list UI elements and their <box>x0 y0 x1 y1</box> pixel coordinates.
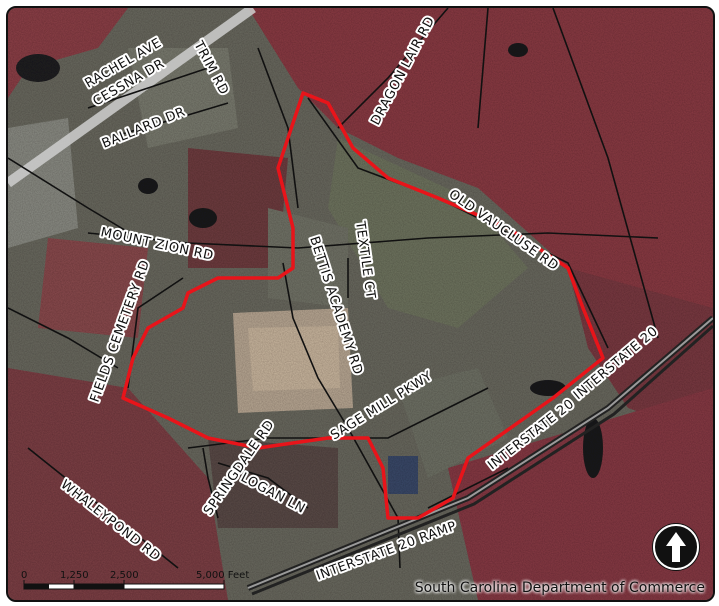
north-arrow-icon <box>653 524 699 570</box>
site-boundary <box>121 91 605 520</box>
map-credit: South Carolina Department of Commerce <box>414 580 705 596</box>
runway <box>8 8 256 188</box>
interstate-20 <box>246 315 713 596</box>
aerial-map: RACHEL AVE CESSNA DR TRIM RD BALLARD DR … <box>8 8 713 600</box>
scale-tick-1250: 1,250 <box>60 570 89 581</box>
scale-tick-2500: 2,500 <box>110 570 139 581</box>
scale-tick-5000: 5,000 Feet <box>196 570 249 581</box>
scale-bar: 0 1,250 2,500 5,000 Feet <box>21 570 249 590</box>
terrain <box>8 8 713 600</box>
scale-tick-0: 0 <box>21 570 27 581</box>
map-frame: RACHEL AVE CESSNA DR TRIM RD BALLARD DR … <box>6 6 715 602</box>
